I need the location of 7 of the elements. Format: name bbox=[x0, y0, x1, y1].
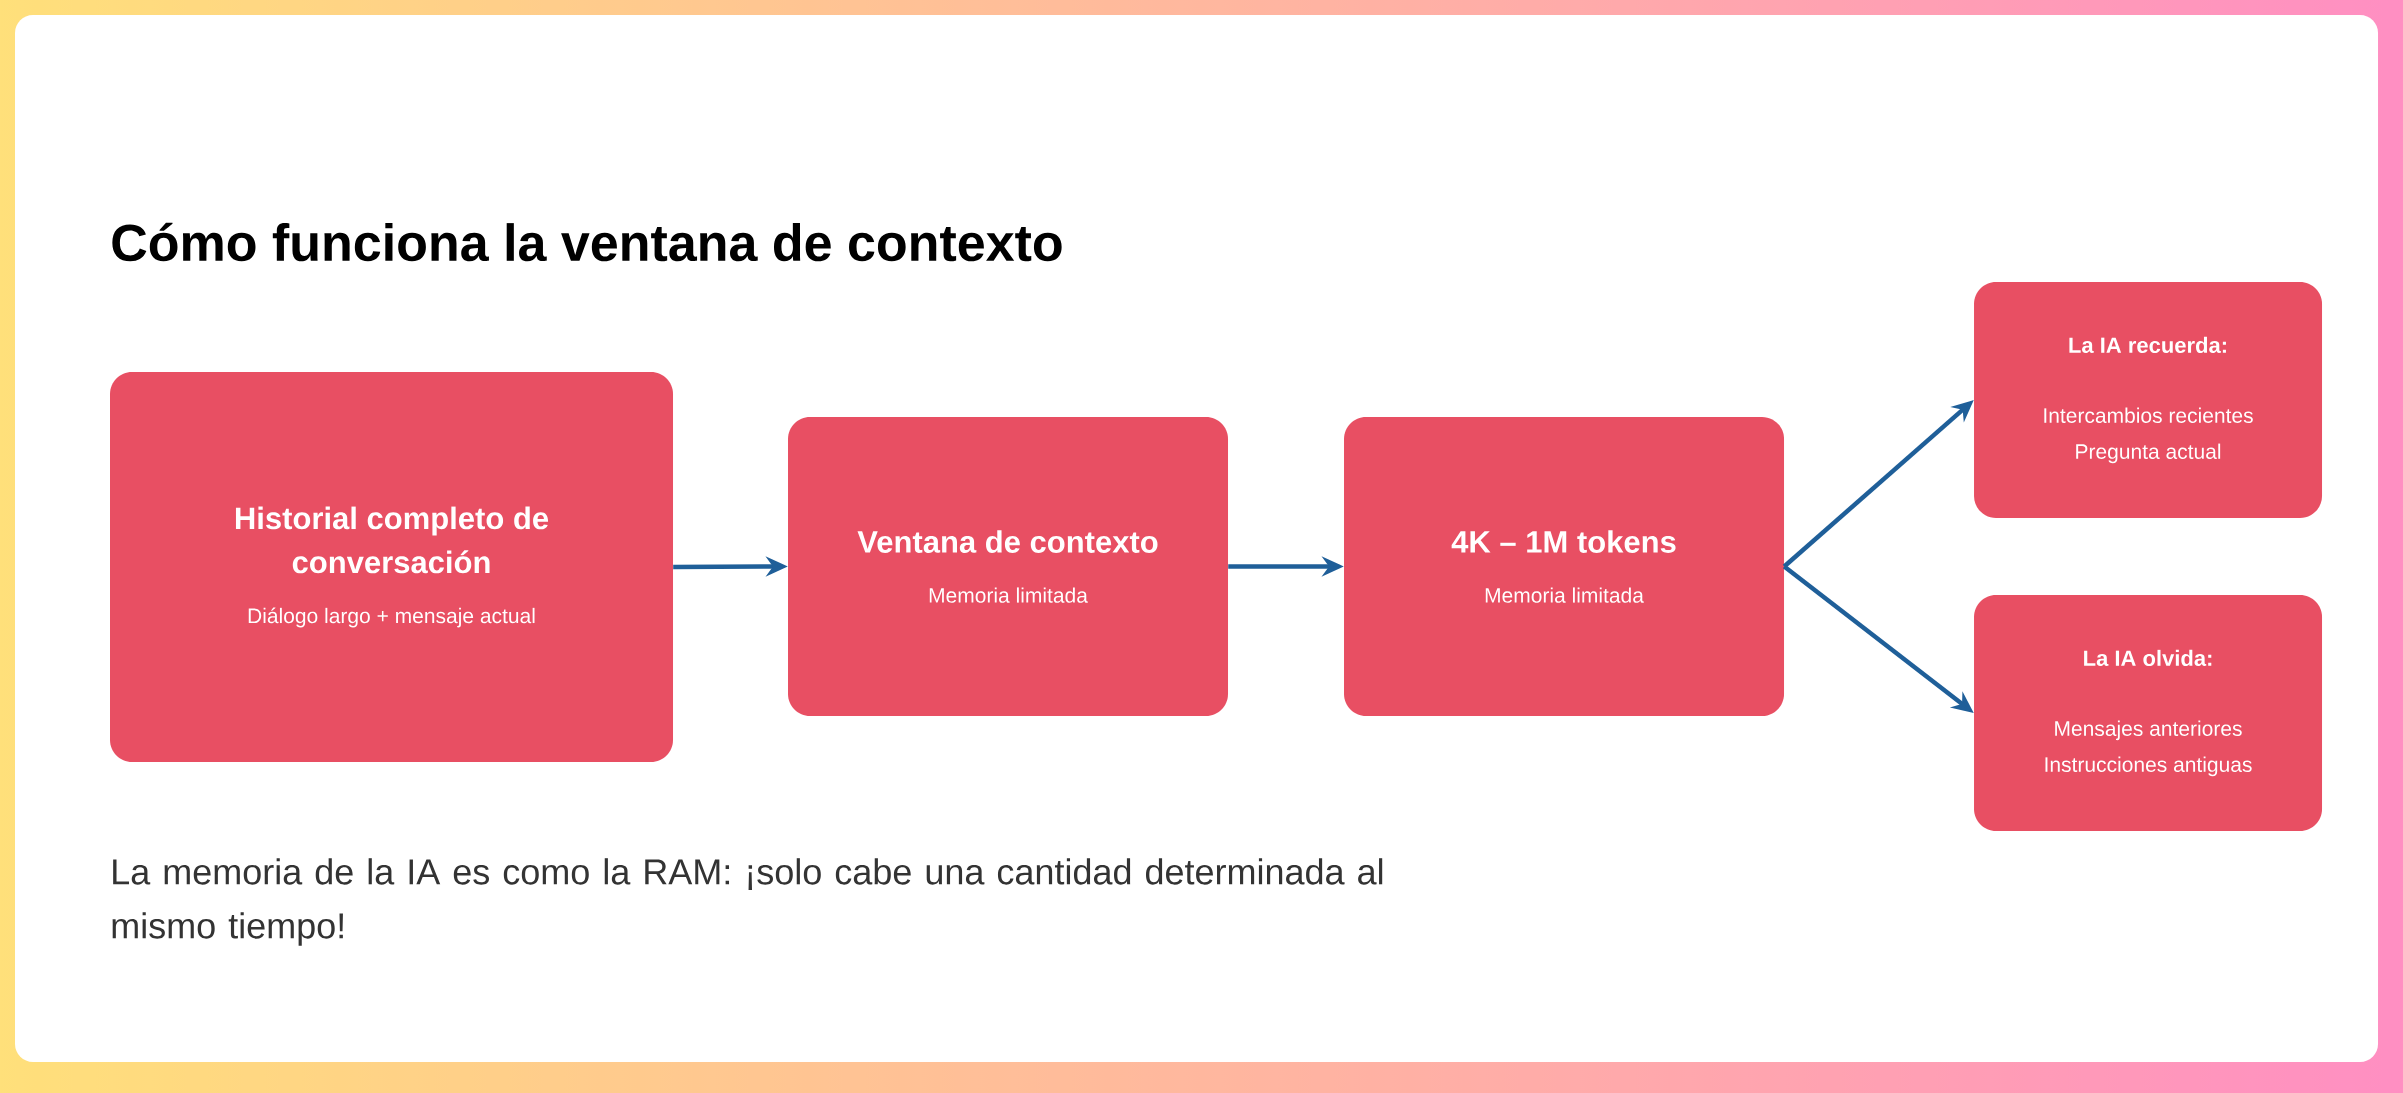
process-box: La IA olvida: Mensajes anteriores Instrucciones antiguas bbox=[1974, 595, 2323, 831]
title: Cómo funciona la ventana de contexto bbox=[112, 222, 1062, 262]
process-box: La IA recuerda: Intercambios recientes Pregunta actual bbox=[1974, 282, 2323, 518]
process-box: Ventana de contexto Memoria limitada bbox=[788, 417, 1228, 716]
process-box: Historial completo de conversación Diálogo largo + mensaje actual bbox=[110, 372, 673, 762]
caption-text: La memoria de la IA es como la RAM: ¡solo cabe una cantidad determinada al mismo tiempo! bbox=[112, 858, 1383, 946]
process-box: 4K – 1M tokens Memoria limitada bbox=[1344, 417, 1784, 716]
